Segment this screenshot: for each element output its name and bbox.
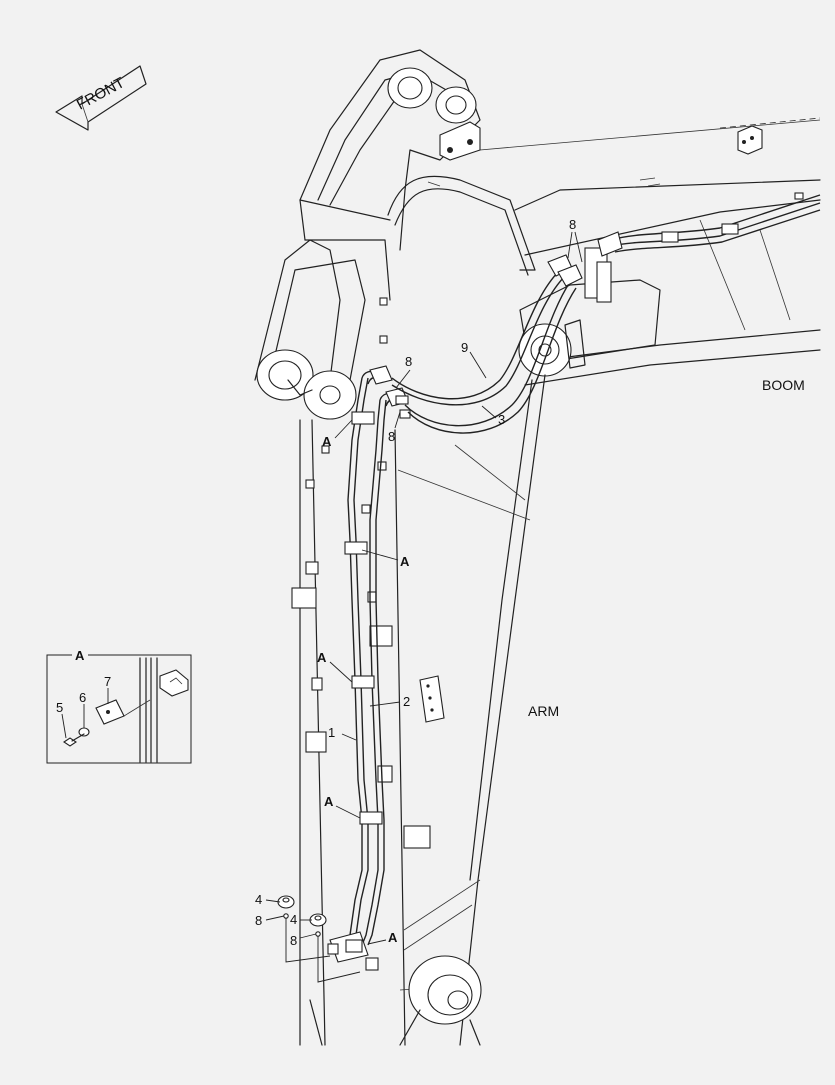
bottom-fasteners bbox=[277, 895, 361, 983]
callout-1: 1 bbox=[328, 725, 335, 740]
clamp-ref-a-4: A bbox=[324, 794, 334, 809]
callout-3: 3 bbox=[498, 412, 505, 427]
clamp-ref-a-1: A bbox=[322, 434, 332, 449]
detail-callout-7: 7 bbox=[104, 674, 111, 689]
detail-callout-5: 5 bbox=[56, 700, 63, 715]
arm-structure: ARM bbox=[254, 49, 559, 1046]
clamp-ref-a-5: A bbox=[388, 930, 398, 945]
clamp-ref-a-2: A bbox=[400, 554, 410, 569]
detail-callout-6: 6 bbox=[79, 690, 86, 705]
callout-8-right: 8 bbox=[290, 933, 297, 948]
callout-8-lower: 8 bbox=[388, 429, 395, 444]
callout-4-right: 4 bbox=[290, 912, 297, 927]
callout-8-boom: 8 bbox=[569, 217, 576, 232]
clamp-ref-a-3: A bbox=[317, 650, 327, 665]
detail-a-inset: A 5 6 7 bbox=[46, 648, 192, 764]
callout-2: 2 bbox=[403, 694, 410, 709]
boom-label: BOOM bbox=[762, 377, 805, 393]
hose-assembly-3-9 bbox=[369, 231, 623, 434]
detail-a-title: A bbox=[75, 648, 85, 663]
callout-8-left: 8 bbox=[255, 913, 262, 928]
arm-label: ARM bbox=[528, 703, 559, 719]
callout-4-left: 4 bbox=[255, 892, 262, 907]
callout-8-upper: 8 bbox=[405, 354, 412, 369]
callout-leaders bbox=[265, 231, 583, 945]
callout-9: 9 bbox=[461, 340, 468, 355]
